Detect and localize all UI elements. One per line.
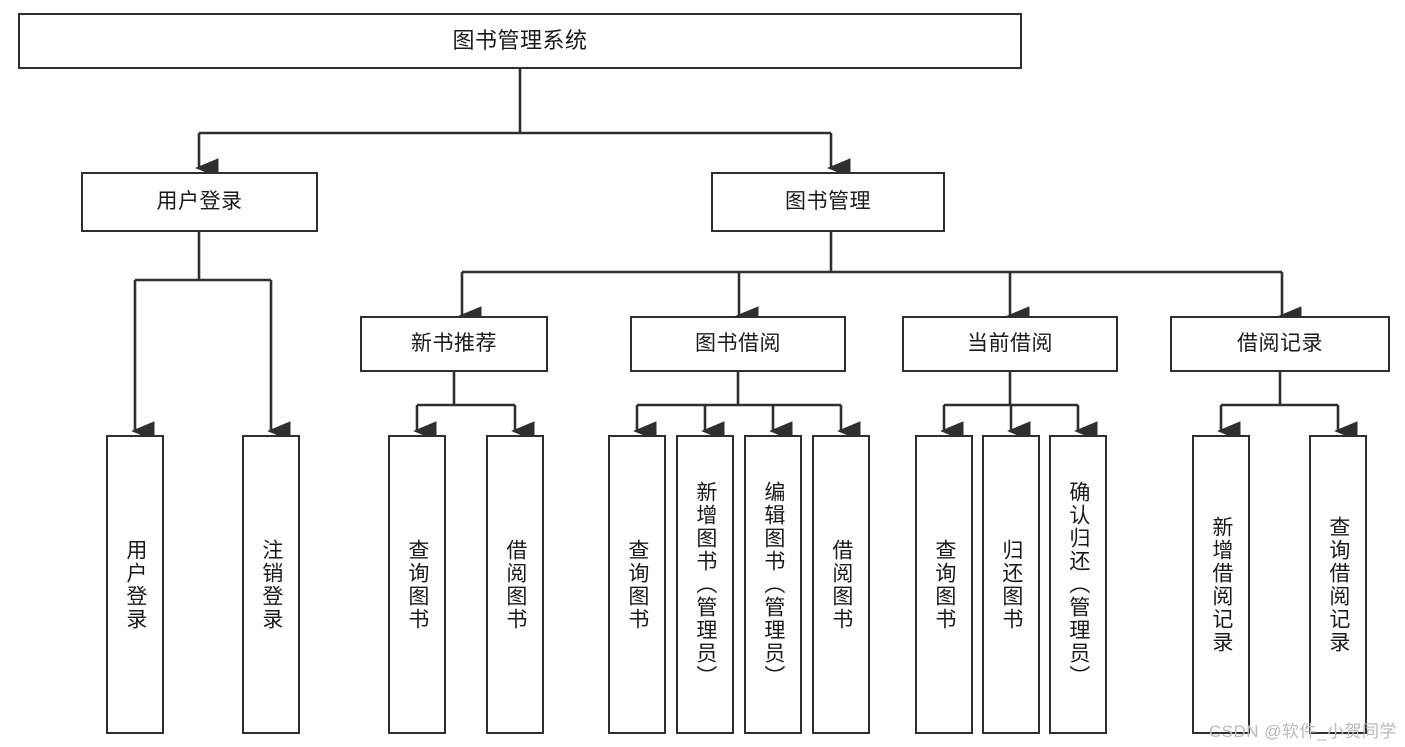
node-leaf-borrow-book-2-label: 借阅图书: [829, 538, 853, 631]
node-leaf-add-book-label: 新增图书（管理员）: [693, 481, 717, 688]
node-leaf-add-book[interactable]: 新增图书（管理员）: [676, 435, 734, 734]
node-leaf-query-book-3-label: 查询图书: [932, 538, 956, 631]
node-book-manage-label: 图书管理: [785, 189, 871, 213]
node-leaf-confirm-return[interactable]: 确认归还（管理员）: [1049, 435, 1107, 734]
node-current-borrow[interactable]: 当前借阅: [902, 316, 1118, 372]
node-user-login-label: 用户登录: [156, 189, 243, 213]
node-new-book-rec-label: 新书推荐: [411, 331, 497, 355]
node-book-borrow[interactable]: 图书借阅: [630, 316, 846, 372]
node-leaf-query-book-1-label: 查询图书: [405, 538, 429, 631]
node-leaf-user-login-label: 用户登录: [123, 538, 147, 631]
node-leaf-return-book-label: 归还图书: [999, 538, 1023, 631]
node-leaf-edit-book-label: 编辑图书（管理员）: [761, 481, 785, 688]
node-new-book-rec[interactable]: 新书推荐: [360, 316, 548, 372]
node-root-label: 图书管理系统: [452, 28, 588, 54]
node-leaf-query-book-2[interactable]: 查询图书: [608, 435, 666, 734]
node-leaf-query-book-2-label: 查询图书: [625, 538, 649, 631]
node-leaf-logout-label: 注销登录: [259, 538, 283, 631]
node-leaf-query-book-3[interactable]: 查询图书: [915, 435, 973, 734]
node-leaf-borrow-book-1-label: 借阅图书: [503, 538, 527, 631]
node-leaf-query-record-label: 查询借阅记录: [1326, 515, 1350, 654]
node-current-borrow-label: 当前借阅: [967, 331, 1053, 355]
node-borrow-record-label: 借阅记录: [1237, 331, 1323, 355]
node-leaf-return-book[interactable]: 归还图书: [982, 435, 1040, 734]
node-book-borrow-label: 图书借阅: [695, 331, 781, 355]
node-leaf-borrow-book-2[interactable]: 借阅图书: [812, 435, 870, 734]
node-leaf-borrow-book-1[interactable]: 借阅图书: [486, 435, 544, 734]
node-leaf-user-login[interactable]: 用户登录: [106, 435, 164, 734]
node-leaf-add-record-label: 新增借阅记录: [1209, 515, 1233, 654]
node-leaf-query-book-1[interactable]: 查询图书: [388, 435, 446, 734]
node-leaf-confirm-return-label: 确认归还（管理员）: [1066, 481, 1090, 688]
node-borrow-record[interactable]: 借阅记录: [1170, 316, 1390, 372]
node-leaf-add-record[interactable]: 新增借阅记录: [1192, 435, 1250, 734]
node-leaf-edit-book[interactable]: 编辑图书（管理员）: [744, 435, 802, 734]
node-user-login[interactable]: 用户登录: [81, 172, 318, 232]
node-leaf-logout[interactable]: 注销登录: [242, 435, 300, 734]
node-book-manage[interactable]: 图书管理: [711, 172, 945, 232]
node-root[interactable]: 图书管理系统: [18, 13, 1022, 69]
node-leaf-query-record[interactable]: 查询借阅记录: [1309, 435, 1367, 734]
